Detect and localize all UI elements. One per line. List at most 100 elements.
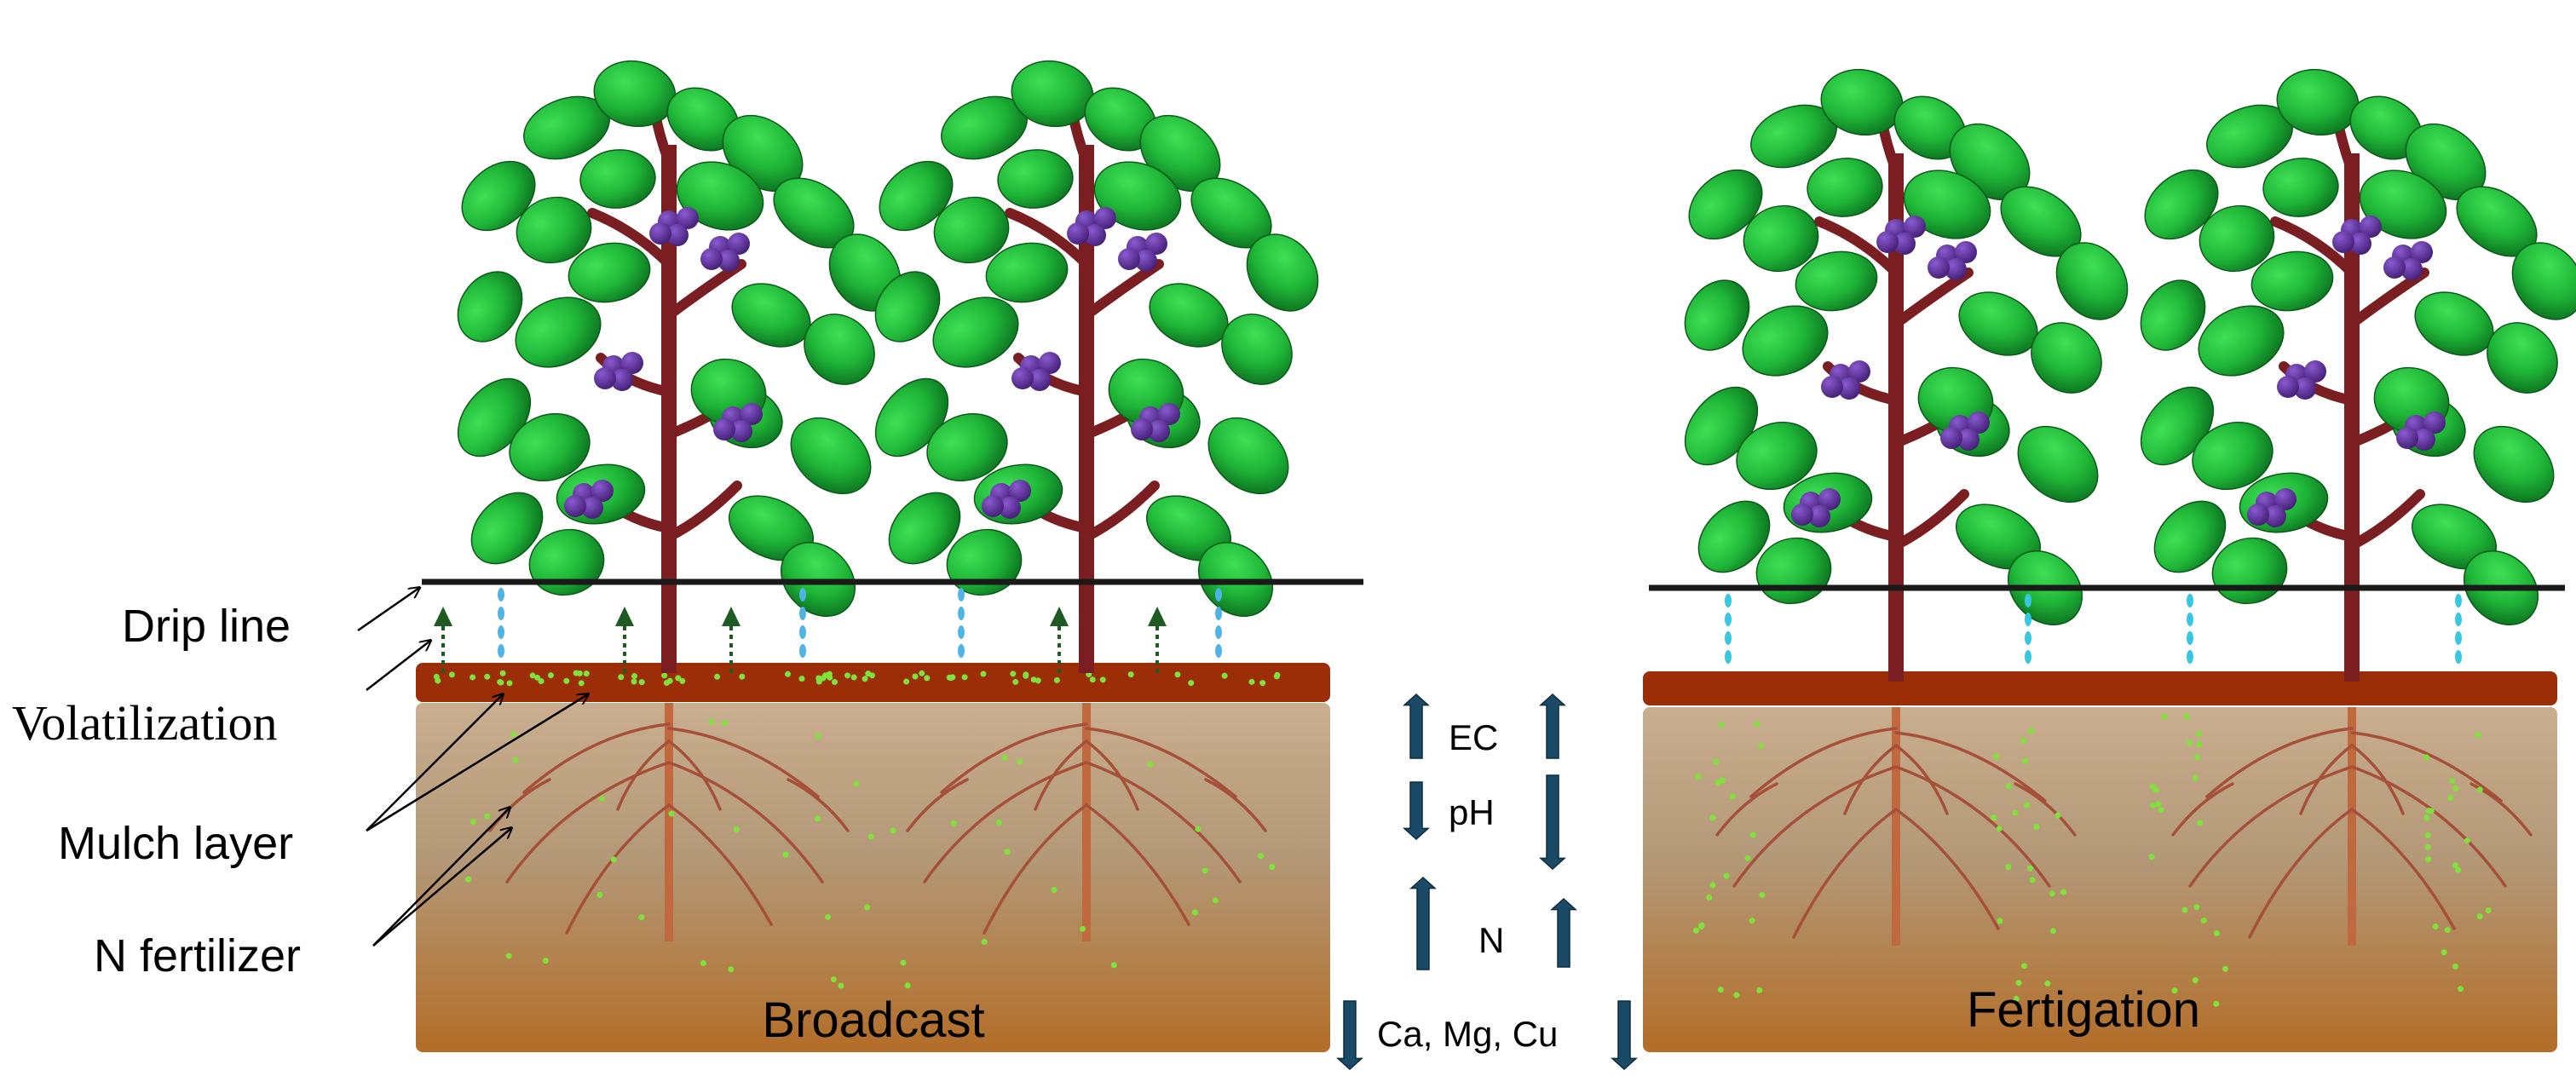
fertilizer-dot	[2029, 877, 2036, 883]
fertilizer-dot	[2005, 863, 2012, 870]
arrow-up-icon	[1403, 693, 1430, 759]
water-drop	[958, 588, 965, 601]
fertilizer-dot	[499, 670, 506, 676]
fertilizer-dot	[1191, 909, 1198, 916]
leaf	[676, 161, 764, 231]
volatilization-arrow	[615, 607, 634, 673]
volatilization-arrow	[722, 607, 741, 673]
fertilizer-dot	[1723, 872, 1730, 879]
fertilizer-dot	[798, 676, 805, 682]
leaf	[932, 296, 1019, 368]
leaf	[516, 196, 592, 264]
fertilizer-dot	[728, 966, 735, 973]
fertilizer-dot	[2192, 977, 2199, 984]
fertilizer-dot	[862, 676, 868, 682]
fertilizer-dot	[903, 678, 910, 685]
water-drop	[2455, 631, 2462, 645]
fertilizer-dot	[1733, 992, 1740, 999]
fertilizer-dot	[838, 982, 844, 989]
caption-broadcast: Broadcast	[762, 993, 984, 1048]
leaf	[1207, 417, 1289, 495]
water-drop	[498, 607, 504, 620]
fertilizer-dot	[1017, 758, 1023, 765]
fertilizer-dot	[1099, 676, 1106, 683]
fertilizer-dot	[1744, 855, 1751, 861]
fertilizer-dot	[824, 913, 831, 920]
plant-stem	[1888, 153, 1904, 682]
plant-stem	[2344, 153, 2360, 682]
fertilizer-dot	[2015, 980, 2022, 987]
fertilizer-dot	[2425, 808, 2432, 814]
water-drop	[2455, 650, 2462, 664]
arrow-up-icon	[1539, 693, 1566, 759]
fertilizer-dot	[2222, 965, 2228, 972]
fertilizer-dot	[900, 959, 907, 966]
leaf	[2192, 421, 2273, 491]
water-drop	[1215, 588, 1222, 601]
leaf	[2017, 425, 2099, 504]
fertilizer-dot	[2049, 890, 2055, 897]
fertilizer-dot	[2441, 949, 2447, 956]
fertilizer-dot	[1110, 962, 1117, 969]
label-mulch-layer: Mulch layer	[58, 818, 293, 869]
leaf	[2031, 322, 2102, 394]
fertilizer-dot	[815, 815, 821, 822]
fertilizer-dot	[668, 810, 675, 817]
water-drop	[958, 607, 965, 620]
fertilizer-dot	[529, 672, 536, 679]
leaf	[579, 149, 656, 209]
fertilizer-dot	[2194, 754, 2201, 761]
plant	[874, 60, 1319, 673]
leaf	[2198, 305, 2285, 377]
fertilizer-dot	[1698, 922, 1705, 929]
leaf	[2487, 322, 2558, 394]
leaf	[888, 492, 961, 565]
berry-cluster	[2247, 488, 2297, 527]
fertilizer-dot	[2044, 980, 2051, 987]
fertilizer-dot	[785, 670, 792, 677]
fertilizer-dot	[2197, 820, 2204, 826]
fertilizer-dot	[638, 679, 645, 686]
leaf	[515, 296, 602, 368]
leaf	[804, 314, 875, 385]
fertilizer-dot	[1695, 774, 1702, 780]
fertilizer-dot	[538, 678, 545, 685]
fertilizer-dot	[1004, 849, 1011, 855]
fertilizer-dot	[2452, 963, 2458, 970]
fertilizer-dot	[583, 670, 590, 677]
leaf	[1246, 233, 1319, 312]
left-labels: Drip line Volatilization Mulch layer N f…	[12, 588, 588, 981]
fertilizer-dot	[1257, 853, 1264, 860]
leaf	[926, 412, 1008, 482]
water-drop	[498, 588, 504, 601]
fertigation-mulch-layer	[1643, 671, 2557, 705]
fertilizer-dot	[2192, 774, 2199, 781]
fertilizer-dot	[1757, 743, 1764, 750]
water-drop	[1725, 594, 1732, 607]
pointer-n-fertilizer-1	[372, 808, 510, 947]
fertilizer-dot	[2152, 786, 2159, 793]
leaf	[2055, 242, 2129, 320]
leaf	[1688, 169, 1763, 240]
fertilizer-dot	[505, 953, 512, 959]
indicator-ph-label: pH	[1449, 792, 1495, 832]
fertilizer-dot	[739, 673, 746, 680]
water-drops	[498, 588, 2462, 664]
fertilizer-dot	[1718, 722, 1725, 728]
fertilizer-dot	[470, 818, 476, 825]
fertilizer-dot	[782, 851, 789, 858]
water-drop	[1215, 625, 1222, 639]
leaf	[2473, 425, 2555, 504]
fertilizer-dot	[1754, 721, 1761, 728]
fertilizer-dot	[904, 982, 911, 989]
leaf	[461, 160, 536, 232]
label-drip-line: Drip line	[122, 601, 291, 652]
fertilizer-dot	[2485, 906, 2492, 913]
indicator-ca-mg-cu-label: Ca, Mg, Cu	[1377, 1014, 1558, 1054]
berry-cluster	[2396, 412, 2446, 451]
fertilizer-dot	[832, 678, 838, 685]
fertilizer-dot	[919, 670, 925, 676]
berry-cluster	[564, 480, 614, 519]
fertilizer-dot	[2186, 740, 2193, 746]
water-drop	[2025, 650, 2031, 664]
